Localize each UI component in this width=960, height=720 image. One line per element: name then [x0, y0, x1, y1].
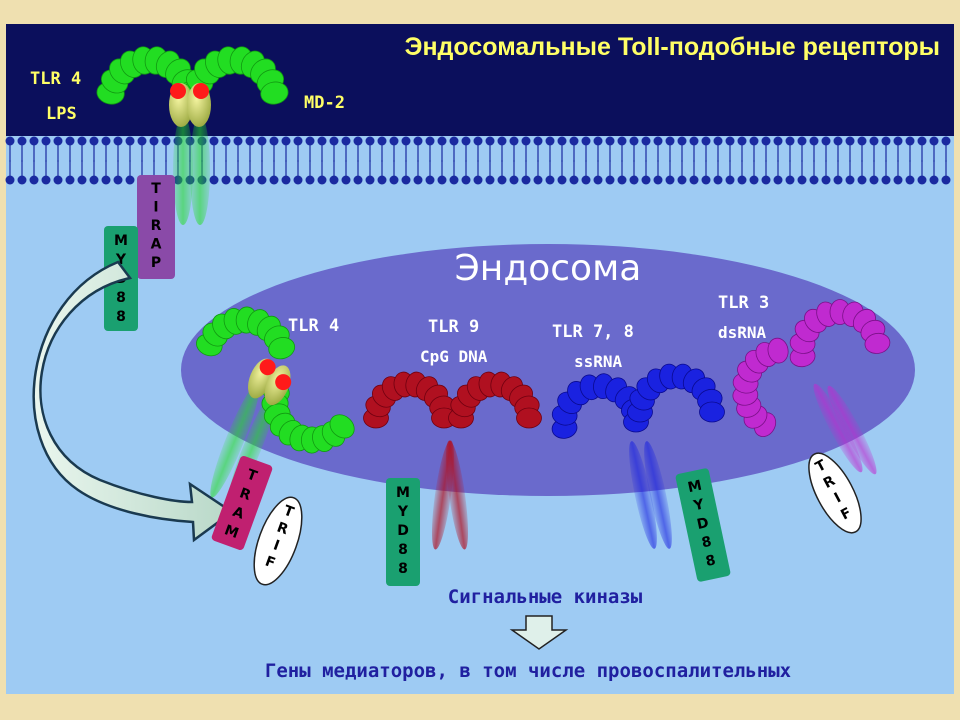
tlr3-label: TLR 3 — [718, 293, 769, 313]
tlr9-label: TLR 9 — [428, 317, 479, 337]
endosome — [181, 244, 915, 496]
extracellular-region — [6, 24, 954, 136]
adapter-letter: A — [230, 504, 246, 523]
lps-dot — [170, 83, 186, 99]
lps-label: LPS — [46, 104, 77, 124]
tlr78-ligand-label: ssRNA — [574, 352, 623, 371]
genes-label: Гены медиаторов, в том числе провоспалит… — [265, 660, 791, 682]
surface-md2-complex — [169, 83, 211, 127]
tlr9-stem — [431, 440, 469, 550]
endosome-label: Эндосома — [455, 248, 642, 289]
adapter-letter: D — [397, 523, 409, 539]
endosome-md2-complex — [248, 358, 292, 406]
adapter-letter: 8 — [704, 552, 717, 570]
signal-kinases-label: Сигнальные киназы — [448, 586, 643, 608]
adapter-letter: I — [271, 537, 281, 554]
tlr3-stem — [813, 383, 877, 475]
adapter-letter: M — [222, 522, 241, 542]
tlr78-receptor — [551, 363, 725, 439]
adapter-letter: T — [151, 181, 161, 197]
tlr9-receptor — [363, 371, 542, 429]
adapter-letter: M — [686, 478, 703, 497]
tlr3-ligand-label: dsRNA — [718, 323, 767, 342]
adapter-letter: 8 — [700, 534, 713, 552]
adapter-letter: P — [151, 255, 161, 271]
adapter-letter: 8 — [398, 542, 408, 558]
down-arrow — [509, 615, 569, 650]
tlr9-myd88-adapter: MYD 8 8 — [386, 478, 420, 586]
adapter-letter: Y — [397, 504, 409, 520]
lps-dot — [259, 359, 276, 376]
adapter-letter: Y — [691, 496, 706, 514]
adapter-letter: 8 — [116, 290, 126, 306]
adapter-letter: A — [151, 237, 162, 253]
adapter-letter: R — [151, 218, 162, 234]
signal-arrow — [32, 260, 235, 543]
tlr3-receptor — [732, 299, 891, 437]
slide-title: Эндосомальные Toll-подобные рецепторы — [405, 33, 940, 61]
lps-dot — [275, 374, 292, 391]
adapter-letter: 8 — [116, 309, 126, 325]
tlr9-ligand-label: CpG DNA — [420, 347, 488, 366]
adapter-letter: D — [695, 515, 710, 533]
endosome-tlr4-label: TLR 4 — [288, 316, 339, 336]
tlr78-stem — [629, 441, 672, 549]
tlr78-label: TLR 7, 8 — [552, 322, 634, 342]
adapter-letter: M — [114, 233, 128, 249]
adapter-letter: M — [396, 485, 410, 501]
surface-tlr4-stem — [173, 115, 210, 225]
lps-dot — [193, 83, 209, 99]
md2-label: MD-2 — [304, 93, 345, 113]
cell-membrane — [5, 136, 951, 185]
adapter-letter: I — [153, 200, 158, 216]
surface-tlr4-label: TLR 4 — [30, 69, 81, 89]
adapter-letter: 8 — [398, 561, 408, 577]
